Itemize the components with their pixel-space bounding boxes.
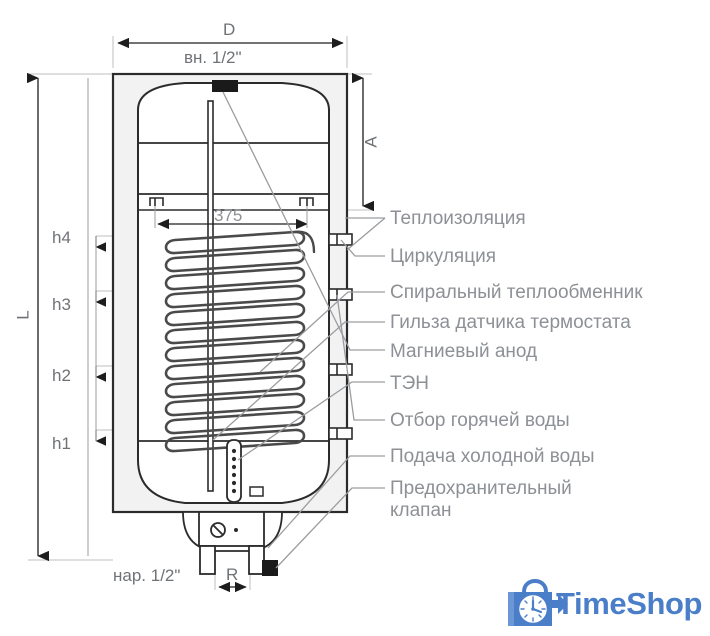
callout-label-thermostat-sleeve: Гильза датчика термостата bbox=[390, 312, 631, 333]
magnesium-anode-cap bbox=[212, 80, 238, 92]
thermostat-sleeve bbox=[207, 100, 214, 492]
callout-label-heating-element: ТЭН bbox=[390, 373, 429, 394]
port-middle bbox=[328, 363, 353, 376]
spiral-heat-exchanger bbox=[164, 230, 316, 453]
thread-label-top: вн. 1/2" bbox=[184, 48, 242, 67]
shopping-bag-clock-icon bbox=[508, 578, 568, 626]
dimension-label-D: D bbox=[223, 20, 236, 39]
brand-logo bbox=[508, 578, 568, 626]
callout-label-hot-water-outlet: Отбор горячей воды bbox=[390, 410, 570, 431]
dimension-label-h4: h4 bbox=[52, 228, 71, 247]
dimension-label-L: L bbox=[13, 310, 33, 320]
callout-label-magnesium-anode: Магниевый анод bbox=[390, 341, 538, 362]
dimension-label-h1: h1 bbox=[52, 434, 71, 453]
dimension-label-375: 375 bbox=[214, 206, 243, 225]
bottom-flange-assembly bbox=[182, 511, 283, 576]
dimension-label-A: A bbox=[361, 136, 381, 148]
callout-label-safety-valve-line2: клапан bbox=[390, 500, 452, 521]
port-cold-in bbox=[328, 427, 353, 440]
callout-label-safety-valve-line1: Предохранительный bbox=[390, 478, 572, 499]
coil-brackets bbox=[149, 197, 314, 206]
witness-lines bbox=[28, 36, 372, 590]
dimension-label-R: R bbox=[226, 565, 239, 584]
dimension-375 bbox=[154, 206, 308, 230]
dimension-label-h2: h2 bbox=[52, 366, 71, 385]
thread-label-bottom: нар. 1/2" bbox=[113, 566, 181, 585]
callout-label-spiral-heat-exchanger: Спиральный теплообменник bbox=[390, 282, 643, 303]
callout-leaders bbox=[212, 91, 386, 569]
connection-ports bbox=[328, 233, 353, 440]
brand-name: TimeShop bbox=[556, 586, 703, 621]
dimension-label-h3: h3 bbox=[52, 295, 71, 314]
callout-label-insulation: Теплоизоляция bbox=[390, 208, 526, 229]
heating-element bbox=[226, 439, 264, 503]
callout-label-cold-water-inlet: Подача холодной воды bbox=[390, 446, 595, 467]
port-circulation bbox=[328, 233, 353, 246]
callout-label-circulation: Циркуляция bbox=[390, 246, 497, 267]
